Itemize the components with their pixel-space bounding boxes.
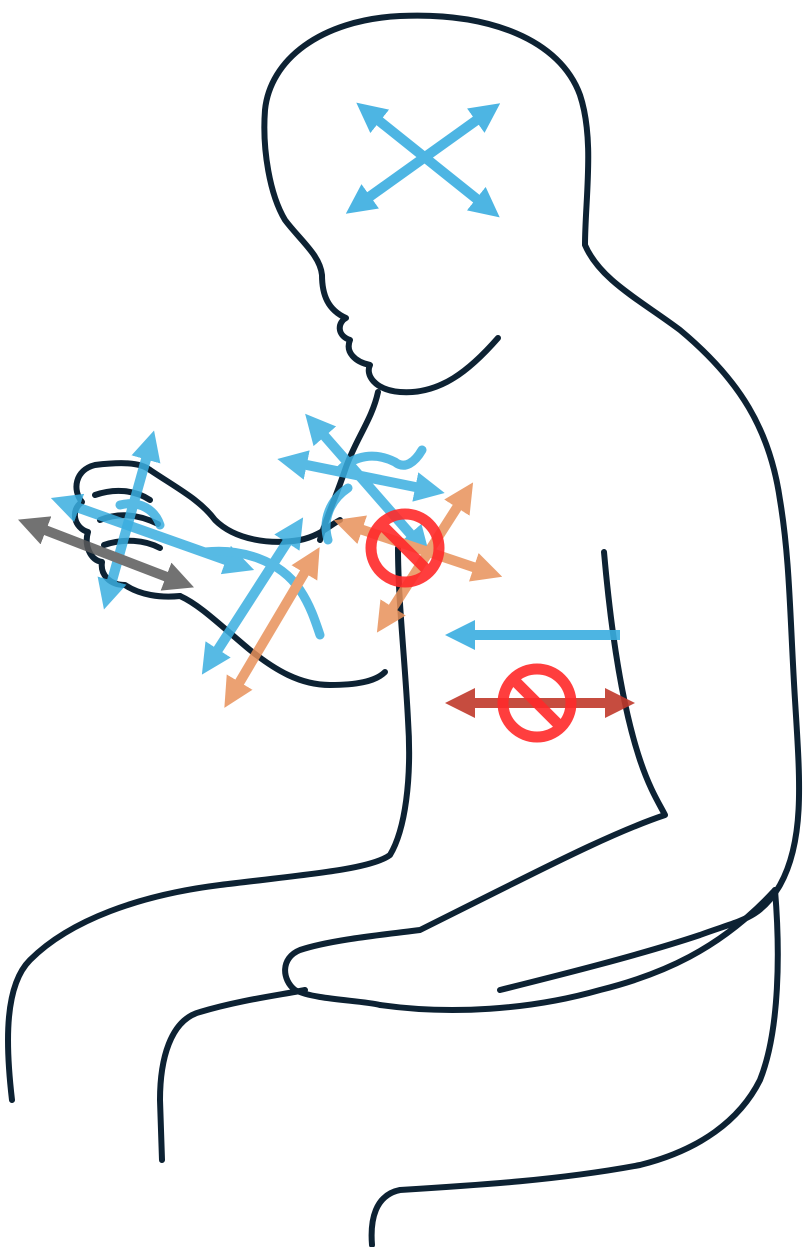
torso-motion-arrows [460, 635, 620, 737]
forearm-motion-arrows [65, 503, 320, 695]
head-and-back-outline [264, 16, 799, 990]
thigh-outline [380, 890, 775, 1010]
curved-arrow-icon [326, 488, 348, 540]
lap-outline [160, 990, 305, 1160]
person-outline [8, 16, 799, 1245]
front-torso-outline [8, 548, 409, 1100]
finger-curl-3 [104, 541, 160, 548]
double-arrow-icon [232, 560, 312, 695]
head-motion-arrows [358, 112, 488, 208]
arm-outline [150, 470, 340, 542]
far-arm-outline [285, 552, 665, 1005]
